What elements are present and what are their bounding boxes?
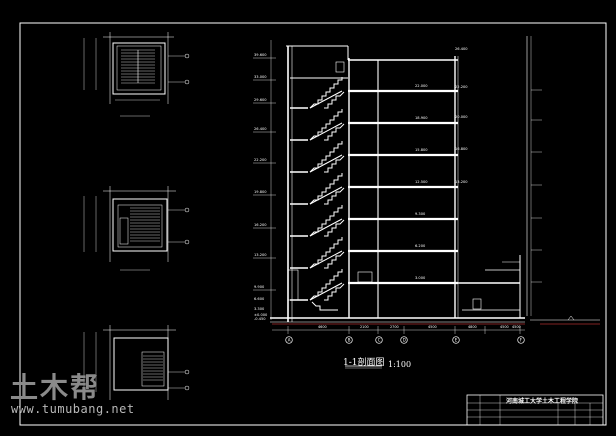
axis-label: C <box>378 338 381 343</box>
stair-plan-1 <box>83 32 190 117</box>
elevation-label-left: -0.450 <box>254 317 266 321</box>
axis-markers <box>285 336 525 344</box>
elevation-label-left: 33.000 <box>254 75 267 79</box>
elevation-label-mid: 6.200 <box>415 244 426 248</box>
bottom-dimension-label: 4500 <box>512 325 521 329</box>
elevation-label-mid: 12.500 <box>415 180 428 184</box>
elevation-label-mid: 9.300 <box>415 212 426 216</box>
title-block <box>466 394 604 426</box>
axis-label: F <box>520 338 523 343</box>
elevation-label-left: 13.200 <box>254 253 267 257</box>
bottom-dimension-label: 2700 <box>390 325 399 329</box>
elevation-label-left: 19.800 <box>254 190 267 194</box>
bottom-dimension-label: 2100 <box>360 325 369 329</box>
stair-plan-2 <box>83 186 190 271</box>
elevation-label-left: 39.600 <box>254 53 267 57</box>
elevation-label-right: 26.400 <box>455 47 468 51</box>
drawing-frame <box>19 22 607 426</box>
elevation-label-right: 16.800 <box>455 147 468 151</box>
elevation-label-right: 22.200 <box>455 85 468 89</box>
axis-label: D <box>403 338 406 343</box>
building-section <box>253 36 600 344</box>
stair-flights <box>309 77 345 311</box>
title-block-school: 河南城工大学土木工程学院 <box>506 398 579 405</box>
elevation-label-mid: 3.000 <box>415 276 426 280</box>
bottom-dimension-label: 4500 <box>428 325 437 329</box>
elevation-label-left: 9.900 <box>254 285 265 289</box>
watermark-url: www.tumubang.net <box>11 402 135 416</box>
section-title: 1-1剖面图 <box>343 358 385 368</box>
elevation-label-left: ±0.000 <box>254 313 268 317</box>
bottom-dimension-label: 4500 <box>500 325 509 329</box>
elevation-label-left: 26.400 <box>254 127 267 131</box>
elevation-label-left: 3.300 <box>254 307 265 311</box>
elevation-label-mid: 15.800 <box>415 148 428 152</box>
elevation-label-left: 6.600 <box>254 297 265 301</box>
stair-plan-3 <box>83 325 190 400</box>
bottom-dimension-label: 4800 <box>468 325 477 329</box>
elevation-label-mid: 18.900 <box>415 116 428 120</box>
left-elevation-ticks <box>253 40 276 320</box>
elevation-label-right: 13.200 <box>455 180 468 184</box>
elevation-label-left: 16.200 <box>254 223 267 227</box>
section-scale: 1:100 <box>388 360 412 369</box>
elevation-label-left: 29.600 <box>254 98 267 102</box>
elevation-label-left: 22.200 <box>254 158 267 162</box>
axis-label: E <box>455 338 458 343</box>
axis-label: B <box>348 338 351 343</box>
elevation-label-mid: 22.000 <box>415 84 428 88</box>
watermark-logo: 土木帮 <box>10 371 101 404</box>
elevation-label-right: 20.000 <box>455 115 468 119</box>
bottom-dimension-label: 4600 <box>318 325 327 329</box>
axis-label: A <box>288 338 291 343</box>
